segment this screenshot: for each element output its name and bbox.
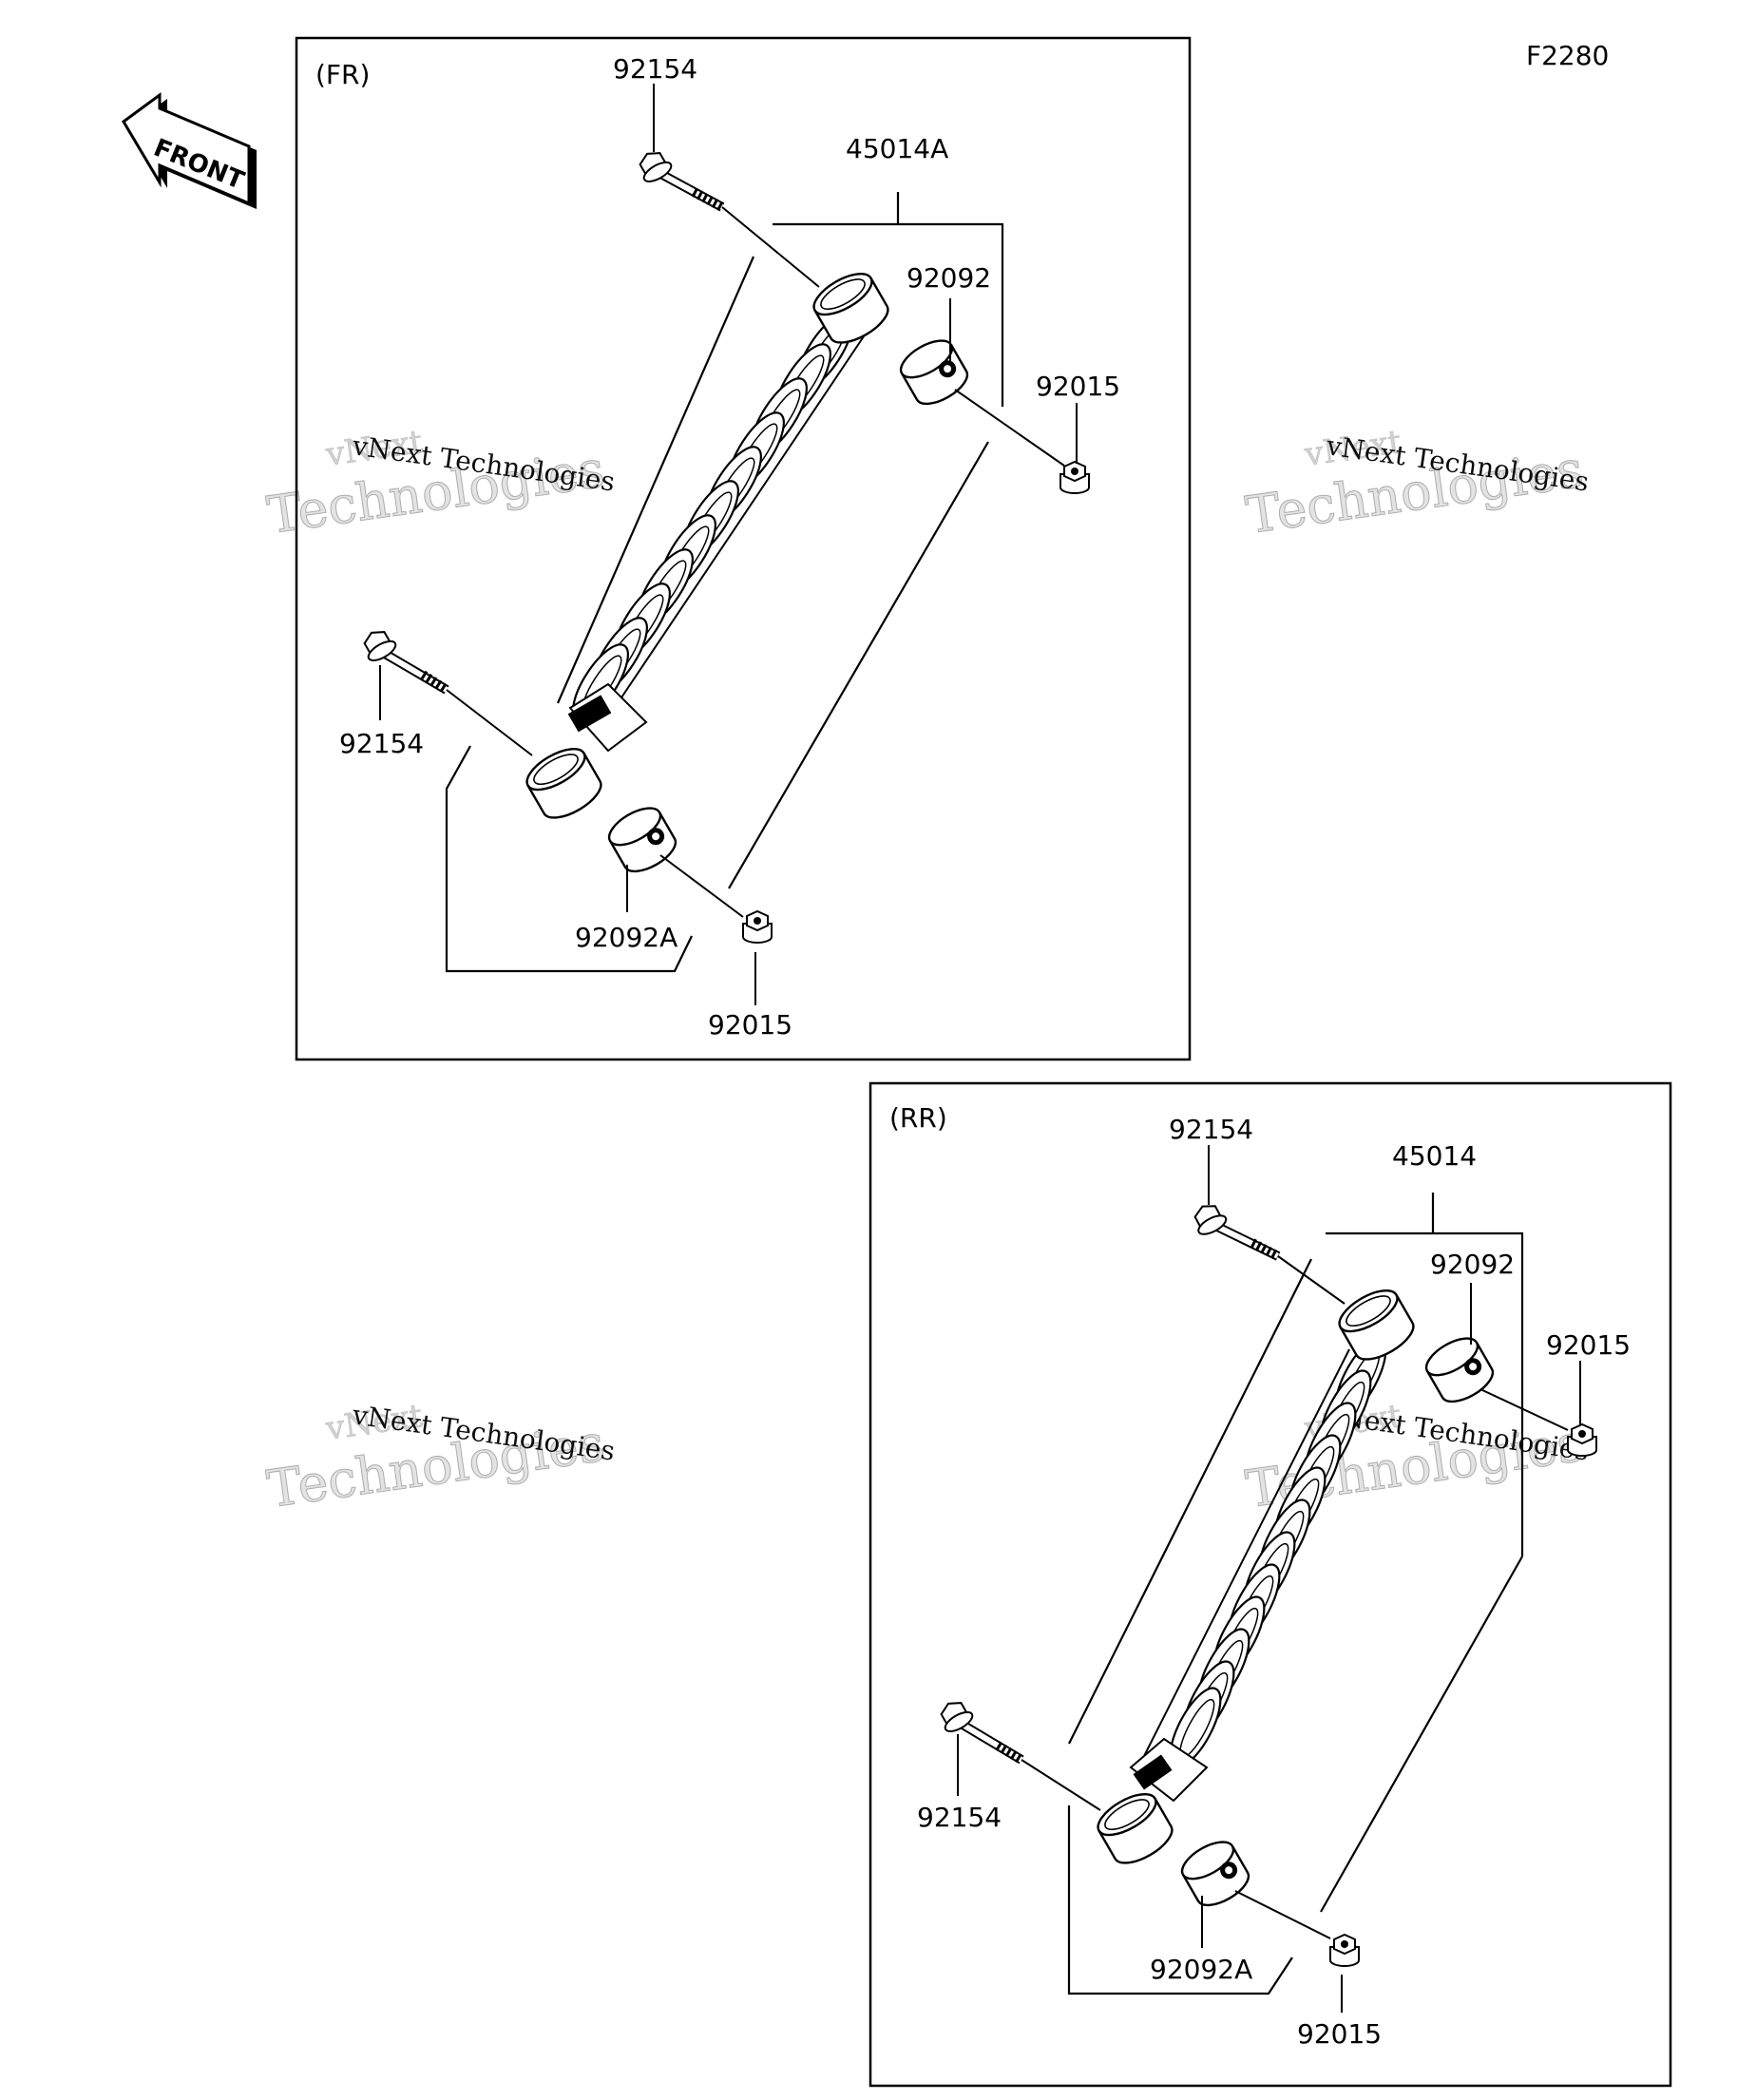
leader-lines bbox=[379, 84, 1078, 1005]
panel-frame bbox=[868, 1081, 1672, 2088]
part-label-bolt-bottom: 92154 bbox=[917, 1802, 1002, 1833]
part-label-bushing-bottom: 92092A bbox=[575, 922, 678, 953]
shock-absorber bbox=[562, 305, 870, 753]
part-label-bushing-top: 92092 bbox=[907, 262, 991, 294]
bushing-collar-bottom bbox=[1090, 1785, 1180, 1873]
nut-top bbox=[1567, 1423, 1597, 1457]
bushing-bottom bbox=[1174, 1833, 1256, 1914]
part-label-bolt-bottom: 92154 bbox=[339, 728, 424, 759]
panel-tag: (RR) bbox=[889, 1102, 947, 1134]
part-label-bushing-bottom: 92092A bbox=[1150, 1954, 1252, 1985]
panel-front: (FR) 45014A bbox=[295, 36, 1192, 1061]
bolt-bottom bbox=[934, 1694, 1101, 1811]
part-label-bolt-top: 92154 bbox=[613, 53, 697, 85]
panel-tag: (FR) bbox=[315, 59, 370, 90]
figure-code: F2280 bbox=[1526, 40, 1609, 71]
panel-rear: (RR) 45014 bbox=[868, 1081, 1672, 2088]
part-label-nut-top: 92015 bbox=[1036, 371, 1120, 402]
part-label-bolt-top: 92154 bbox=[1169, 1114, 1253, 1145]
bolt-bottom bbox=[357, 623, 533, 756]
assembly-label: 45014 bbox=[1392, 1140, 1477, 1172]
panel-frame bbox=[295, 36, 1192, 1061]
bolt-top bbox=[1188, 1198, 1346, 1305]
bushing-top bbox=[893, 332, 975, 412]
front-arrow-icon: FRONT bbox=[122, 92, 257, 209]
nut-top bbox=[1059, 461, 1090, 494]
bushing-bottom bbox=[601, 799, 683, 880]
part-label-nut-bottom: 92015 bbox=[708, 1009, 792, 1040]
assembly-bracket bbox=[445, 192, 1004, 973]
leader-lines bbox=[957, 1145, 1581, 2013]
part-label-bushing-top: 92092 bbox=[1430, 1249, 1515, 1280]
nut-bottom bbox=[1329, 1934, 1360, 1967]
bolt-top bbox=[633, 144, 820, 288]
part-label-nut-bottom: 92015 bbox=[1297, 2018, 1382, 2050]
bushing-collar-bottom bbox=[519, 739, 609, 828]
assembly-bracket bbox=[1067, 1193, 1524, 1995]
shock-absorber bbox=[1129, 1330, 1397, 1803]
assembly-label: 45014A bbox=[846, 133, 948, 164]
part-label-nut-top: 92015 bbox=[1546, 1329, 1631, 1361]
nut-bottom bbox=[742, 910, 773, 944]
bushing-top bbox=[1419, 1329, 1500, 1410]
